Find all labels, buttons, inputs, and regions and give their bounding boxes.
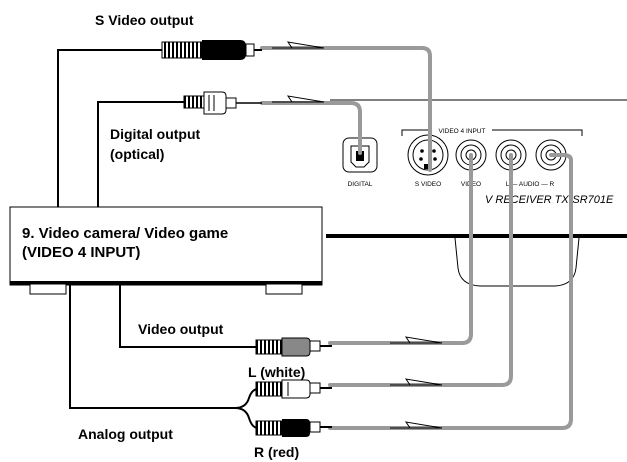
device-title: 9. Video camera/ Video game: [22, 225, 228, 242]
receiver-cables: [260, 46, 573, 430]
analog-source-cable: [69, 285, 235, 409]
video-output-label: Video output: [138, 321, 224, 337]
digital-jack-label: DIGITAL: [348, 181, 373, 188]
signal-arrow-icon: [390, 421, 443, 429]
s-video-source-cable: [57, 49, 164, 207]
device-foot-left: [29, 283, 67, 295]
source-device: 9. Video camera/ Video game (VIDEO 4 INP…: [9, 206, 323, 295]
signal-arrow-icon: [272, 41, 325, 49]
video-cable: [328, 153, 473, 345]
rca-plug-icon-l-white: [255, 379, 332, 399]
r-red-label: R (red): [254, 444, 299, 460]
device-foot-right: [265, 283, 303, 295]
s-video-plug-icon: [161, 40, 262, 60]
digital-output-label: Digital output: [110, 126, 201, 142]
s-video-jack-label: S VIDEO: [415, 181, 441, 188]
device-subtitle: (VIDEO 4 INPUT): [22, 244, 140, 261]
optical-source-cable: [97, 101, 186, 207]
audio-jack-label: L — AUDIO — R: [506, 181, 555, 188]
analog-split-upper: [234, 388, 259, 409]
device-cables: [57, 49, 259, 429]
audio-r-cable: [328, 153, 573, 430]
s-video-cable: [260, 46, 432, 172]
signal-arrow-icon: [272, 95, 325, 103]
analog-output-label: Analog output: [78, 426, 173, 442]
signal-arrow-icon: [390, 378, 443, 386]
video4-input-group: VIDEO 4 INPUT: [401, 128, 583, 136]
digital-output-optical-label: (optical): [110, 146, 164, 162]
receiver-foot: [454, 237, 580, 287]
l-white-label: L (white): [248, 364, 305, 380]
signal-arrows: [272, 41, 443, 429]
video4-input-label: VIDEO 4 INPUT: [439, 128, 486, 135]
video-source-cable: [119, 285, 258, 348]
audio-l-cable: [328, 153, 513, 387]
device-body: [9, 206, 323, 286]
optical-cable: [260, 101, 362, 155]
rca-plug-icon-r-red: [255, 419, 332, 437]
signal-arrow-icon: [390, 336, 443, 344]
receiver-model-text: V RECEIVER TX-SR701E: [485, 194, 614, 206]
optical-plug-icon: [183, 91, 262, 115]
analog-split-lower: [234, 407, 259, 429]
s-video-output-label: S Video output: [95, 12, 194, 28]
receiver-panel: VIDEO 4 INPUT DIGITAL S VIDEO VIDEO: [326, 99, 627, 287]
rca-plug-icon-video: [255, 337, 332, 357]
